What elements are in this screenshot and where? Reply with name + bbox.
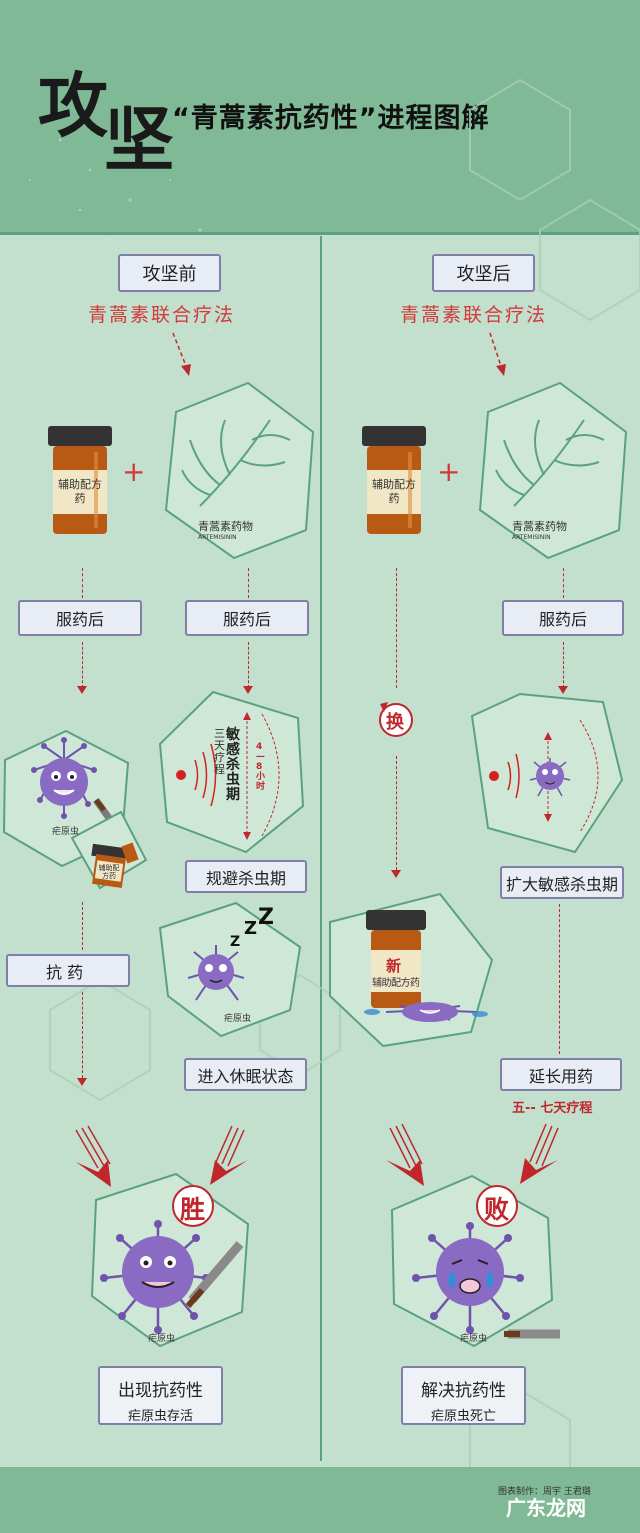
left-period-text: 敏感杀虫期 xyxy=(226,727,240,803)
right-arrow-2b xyxy=(558,686,568,694)
left-final-parasite-label: 疟原虫 xyxy=(148,1334,176,1344)
left-herb-label: 青蒿素药物 xyxy=(198,520,253,533)
right-stage-title: 攻坚后 xyxy=(432,254,535,292)
left-bottle-label: 辅助配方药 xyxy=(58,478,102,505)
right-dash-1b xyxy=(563,568,564,598)
left-period-hours: 4—8小时 xyxy=(256,742,266,792)
left-herb-sub: ARTEMISININ xyxy=(198,534,237,541)
right-dash-2b xyxy=(563,642,564,688)
left-dash-2b xyxy=(248,642,249,688)
left-dash-2a xyxy=(82,642,83,688)
right-lose-mark: 败 xyxy=(484,1195,510,1224)
svg-text:Z: Z xyxy=(244,918,257,939)
footer-banner xyxy=(0,1467,640,1533)
watermark: 广东龙网 xyxy=(506,1496,586,1520)
right-extend-box: 延长用药 xyxy=(500,1058,622,1091)
right-swap-mark: 换 xyxy=(386,712,404,733)
right-dash-left-1 xyxy=(396,568,397,688)
left-win-mark: 胜 xyxy=(180,1195,206,1224)
left-result-title: 出现抗药性 xyxy=(118,1381,203,1401)
right-result-title: 解决抗药性 xyxy=(421,1381,506,1401)
right-new-bottle-label: 辅助配方药 xyxy=(372,978,420,989)
page-title: “青蒿素抗药性”进程图解 xyxy=(172,103,490,134)
right-plus-sign: + xyxy=(437,455,463,488)
left-dash-1b xyxy=(248,568,249,598)
right-bottle-label: 辅助配方药 xyxy=(372,478,416,505)
right-course-label: 五-- 七天疗程 xyxy=(512,1101,593,1116)
left-avoid-box: 规避杀虫期 xyxy=(185,860,307,893)
left-result-sub: 疟原虫存活 xyxy=(127,1409,193,1424)
left-dash-4a xyxy=(82,992,83,1078)
left-result-box: 出现抗药性 疟原虫存活 xyxy=(98,1366,223,1425)
left-arrow-2b xyxy=(243,686,253,694)
right-after-box: 服药后 xyxy=(502,600,624,636)
left-arrow-2a xyxy=(77,686,87,694)
left-sleep-parasite-label: 疟原虫 xyxy=(224,1014,252,1024)
right-arrow-left-2 xyxy=(391,870,401,878)
column-divider xyxy=(320,236,322,1461)
footer-credit: 图表制作：周宇 王君璐 xyxy=(498,1487,591,1497)
left-arrow-4a xyxy=(77,1078,87,1086)
right-final-parasite-label: 疟原虫 xyxy=(460,1334,488,1344)
svg-text:Z: Z xyxy=(230,934,240,950)
left-stage-title: 攻坚前 xyxy=(118,254,221,292)
left-method-label: 青蒿素联合疗法 xyxy=(88,304,236,326)
right-result-box: 解决抗药性 疟原虫死亡 xyxy=(401,1366,526,1425)
left-dash-1a xyxy=(82,568,83,598)
right-dash-left-2 xyxy=(396,756,397,870)
left-small-bottle-label: 辅助配方药 xyxy=(98,864,120,880)
right-method-label: 青蒿素联合疗法 xyxy=(400,304,548,326)
right-herb-label: 青蒿素药物 xyxy=(512,520,567,533)
left-after-box-b: 服药后 xyxy=(185,600,309,636)
title-char-jian: 坚 xyxy=(104,98,174,181)
left-dash-3a xyxy=(82,902,83,950)
title-char-gong: 攻 xyxy=(38,64,108,147)
header-banner xyxy=(0,0,640,232)
right-dash-3b xyxy=(559,904,560,1054)
right-expand-box: 扩大敏感杀虫期 xyxy=(500,866,624,899)
left-period-sub: 三天疗程 xyxy=(214,727,225,776)
right-herb-sub: ARTEMISININ xyxy=(512,534,551,541)
right-result-sub: 疟原虫死亡 xyxy=(430,1409,496,1424)
left-dormant-box: 进入休眠状态 xyxy=(184,1058,307,1091)
right-new-mark: 新 xyxy=(386,957,402,975)
left-plus-sign: + xyxy=(122,455,148,488)
left-resist-box: 抗 药 xyxy=(6,954,130,987)
left-after-box-a: 服药后 xyxy=(18,600,142,636)
svg-text:Z: Z xyxy=(258,905,274,930)
left-parasite-label: 疟原虫 xyxy=(52,827,80,837)
header-divider xyxy=(0,232,640,235)
